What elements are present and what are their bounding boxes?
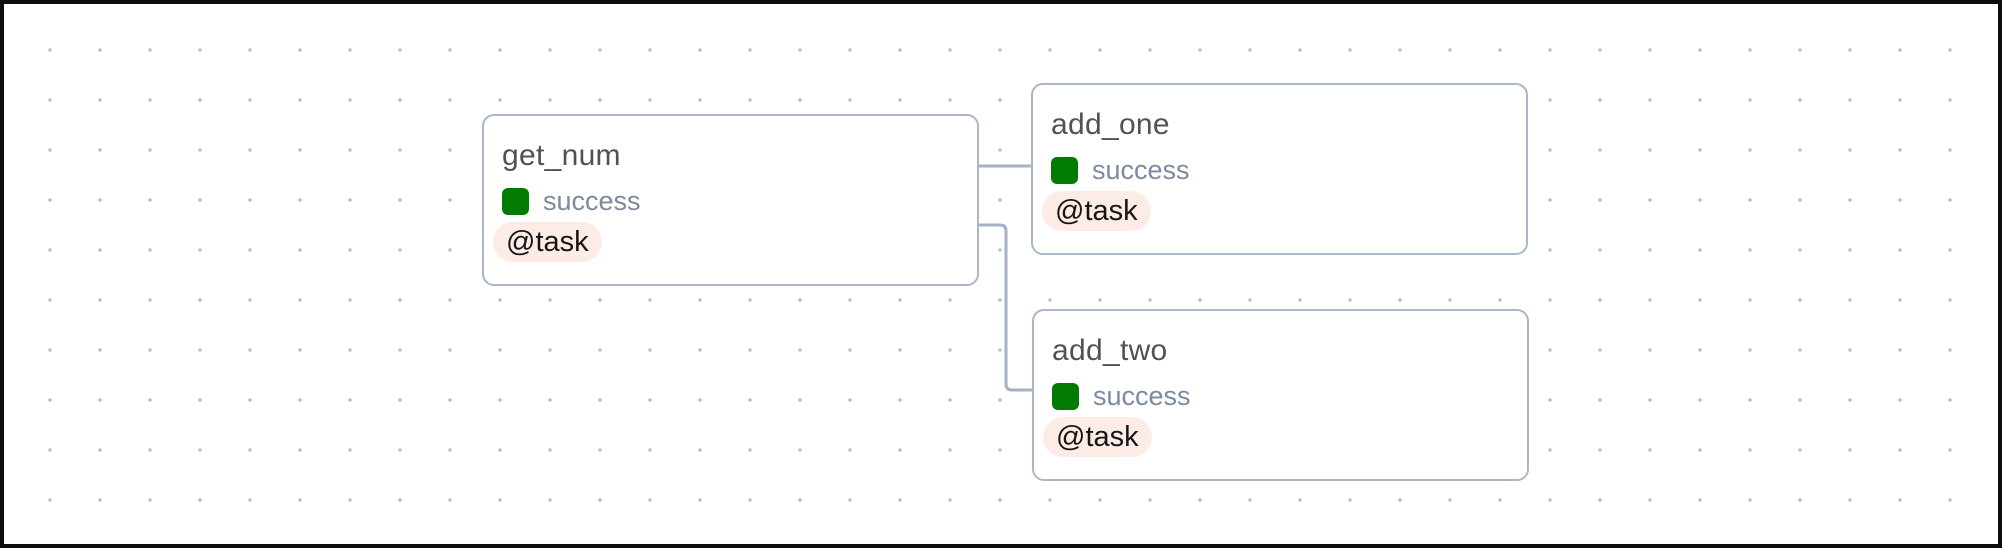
operator-badge: @task — [493, 222, 602, 262]
task-status-row: success — [1051, 156, 1508, 184]
edge-get-num-to-add-two — [979, 223, 1032, 392]
task-node-get-num[interactable]: get_num success @task — [482, 114, 979, 286]
task-title: get_num — [502, 139, 621, 172]
task-status-row: success — [502, 187, 959, 215]
task-title: add_two — [1052, 334, 1168, 367]
status-label: success — [543, 186, 641, 216]
task-node-add-two[interactable]: add_two success @task — [1032, 309, 1529, 481]
success-status-icon — [1051, 156, 1078, 184]
operator-badge: @task — [1042, 191, 1151, 231]
task-node-add-one[interactable]: add_one success @task — [1031, 83, 1528, 255]
status-label: success — [1093, 381, 1191, 411]
operator-badge: @task — [1043, 417, 1152, 457]
status-label: success — [1092, 155, 1190, 185]
success-status-icon — [1052, 382, 1079, 410]
edge-layer — [979, 164, 1032, 392]
task-status-row: success — [1052, 382, 1509, 410]
task-title: add_one — [1051, 108, 1170, 141]
success-status-icon — [502, 187, 529, 215]
